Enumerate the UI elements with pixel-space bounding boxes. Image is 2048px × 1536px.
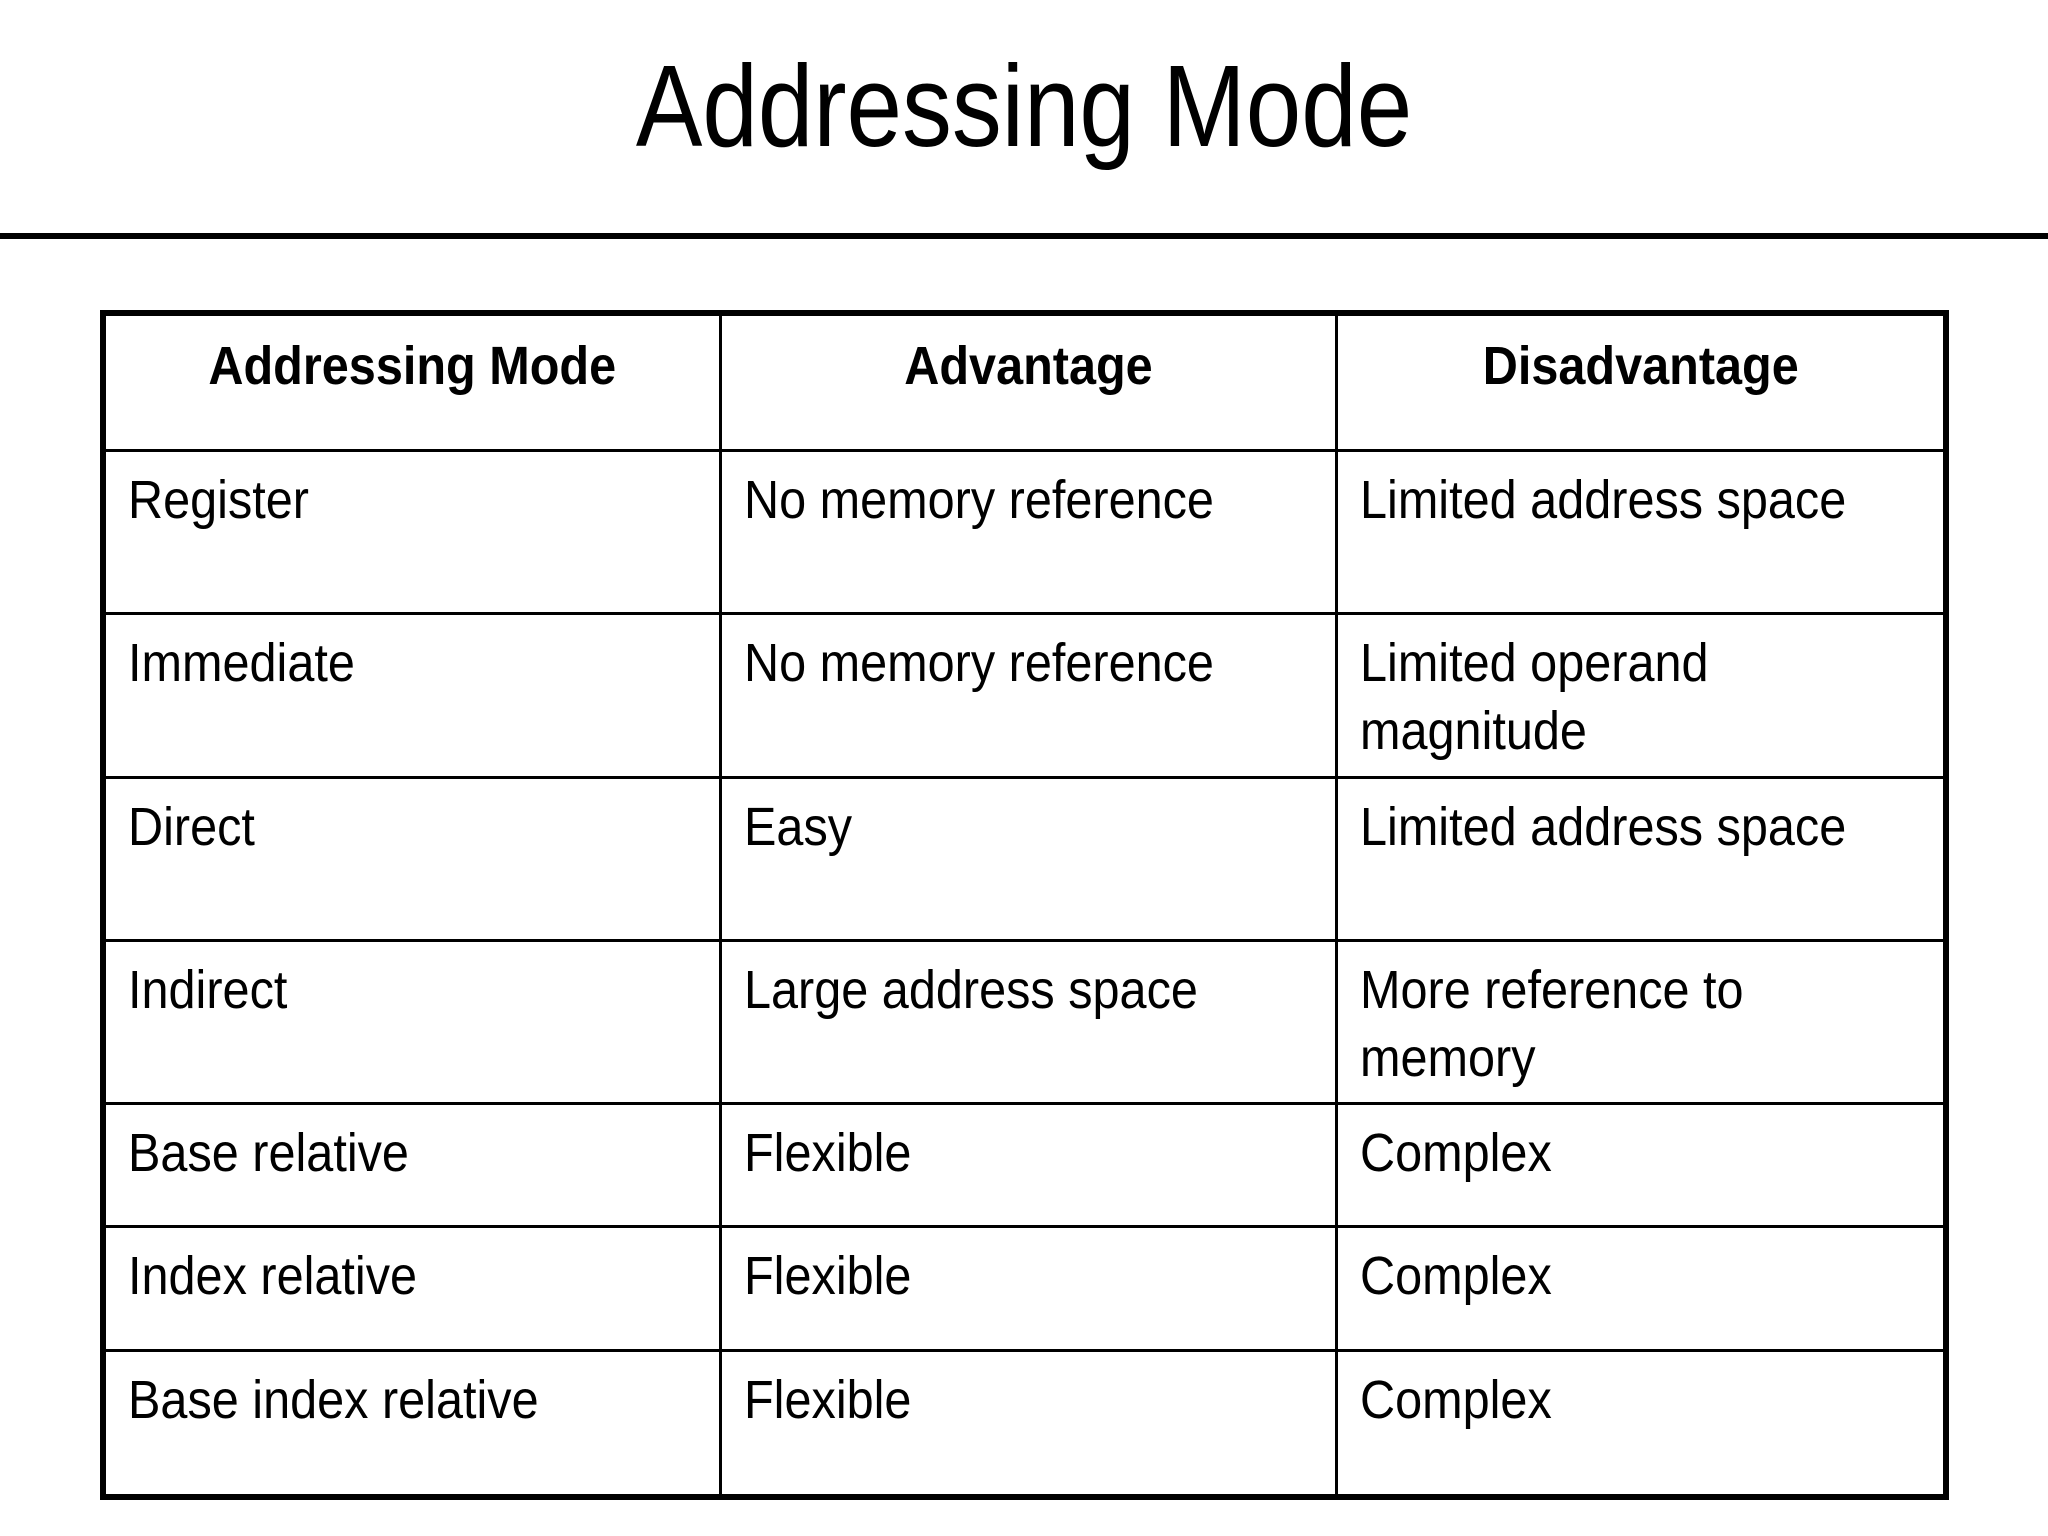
table-row: Base index relative Flexible Complex bbox=[101, 1349, 1948, 1499]
cell-advantage: No memory reference bbox=[718, 612, 1338, 779]
cell-disadvantage: Complex bbox=[1334, 1102, 1948, 1228]
cell-mode-text: Base index relative bbox=[128, 1370, 539, 1430]
cell-advantage-text: Flexible bbox=[743, 1370, 911, 1430]
cell-disadvantage-text: Limited operand magnitude bbox=[1359, 633, 1709, 761]
cell-mode: Indirect bbox=[101, 939, 722, 1105]
cell-mode-text: Register bbox=[128, 470, 309, 530]
cell-disadvantage: Limited address space bbox=[1334, 776, 1948, 942]
cell-disadvantage-text: Limited address space bbox=[1359, 470, 1846, 530]
addressing-mode-table: Addressing Mode Advantage Disadvantage R… bbox=[100, 310, 1949, 1500]
cell-mode: Base relative bbox=[101, 1102, 722, 1228]
table-row: Index relative Flexible Complex bbox=[101, 1225, 1948, 1352]
cell-disadvantage: Complex bbox=[1334, 1349, 1948, 1499]
table-row: Immediate No memory reference Limited op… bbox=[101, 612, 1948, 779]
cell-advantage-text: Flexible bbox=[743, 1246, 911, 1306]
cell-disadvantage: More reference to memory bbox=[1334, 939, 1948, 1105]
table-header-row: Addressing Mode Advantage Disadvantage bbox=[101, 311, 1948, 452]
cell-disadvantage: Limited address space bbox=[1334, 449, 1948, 615]
cell-advantage: Easy bbox=[718, 776, 1338, 942]
cell-disadvantage-text: Complex bbox=[1359, 1123, 1552, 1183]
cell-mode: Immediate bbox=[101, 612, 722, 779]
cell-advantage: No memory reference bbox=[718, 449, 1338, 615]
cell-advantage-text: Easy bbox=[743, 797, 852, 857]
cell-advantage: Flexible bbox=[718, 1225, 1338, 1352]
column-header-addressing-mode-label: Addressing Mode bbox=[208, 336, 617, 396]
cell-mode-text: Direct bbox=[128, 797, 255, 857]
cell-mode-text: Base relative bbox=[128, 1123, 409, 1183]
column-header-disadvantage: Disadvantage bbox=[1334, 311, 1948, 452]
cell-disadvantage-text: Limited address space bbox=[1359, 797, 1846, 857]
table-row: Indirect Large address space More refere… bbox=[101, 939, 1948, 1105]
cell-advantage: Flexible bbox=[718, 1102, 1338, 1228]
column-header-addressing-mode: Addressing Mode bbox=[101, 311, 722, 452]
table-row: Base relative Flexible Complex bbox=[101, 1102, 1948, 1228]
cell-disadvantage: Limited operand magnitude bbox=[1334, 612, 1948, 779]
column-header-disadvantage-label: Disadvantage bbox=[1482, 336, 1799, 396]
cell-disadvantage-text: Complex bbox=[1359, 1370, 1552, 1430]
cell-mode: Base index relative bbox=[101, 1349, 722, 1499]
cell-mode-text: Index relative bbox=[128, 1246, 418, 1306]
column-header-advantage-label: Advantage bbox=[903, 336, 1153, 396]
cell-disadvantage: Complex bbox=[1334, 1225, 1948, 1352]
cell-advantage: Flexible bbox=[718, 1349, 1338, 1499]
cell-advantage: Large address space bbox=[718, 939, 1338, 1105]
cell-advantage-text: Flexible bbox=[743, 1123, 911, 1183]
cell-disadvantage-text: Complex bbox=[1359, 1246, 1552, 1306]
table-row: Register No memory reference Limited add… bbox=[101, 449, 1948, 615]
cell-mode: Register bbox=[101, 449, 722, 615]
title-divider bbox=[0, 233, 2048, 239]
column-header-advantage: Advantage bbox=[718, 311, 1338, 452]
cell-advantage-text: No memory reference bbox=[743, 633, 1214, 693]
table-row: Direct Easy Limited address space bbox=[101, 776, 1948, 942]
cell-advantage-text: No memory reference bbox=[743, 470, 1214, 530]
cell-advantage-text: Large address space bbox=[743, 960, 1198, 1020]
cell-mode: Direct bbox=[101, 776, 722, 942]
cell-mode-text: Indirect bbox=[128, 960, 288, 1020]
page-title: Addressing Mode bbox=[635, 41, 1413, 171]
cell-mode: Index relative bbox=[101, 1225, 722, 1352]
cell-disadvantage-text: More reference to memory bbox=[1359, 960, 1744, 1088]
cell-mode-text: Immediate bbox=[128, 633, 355, 693]
